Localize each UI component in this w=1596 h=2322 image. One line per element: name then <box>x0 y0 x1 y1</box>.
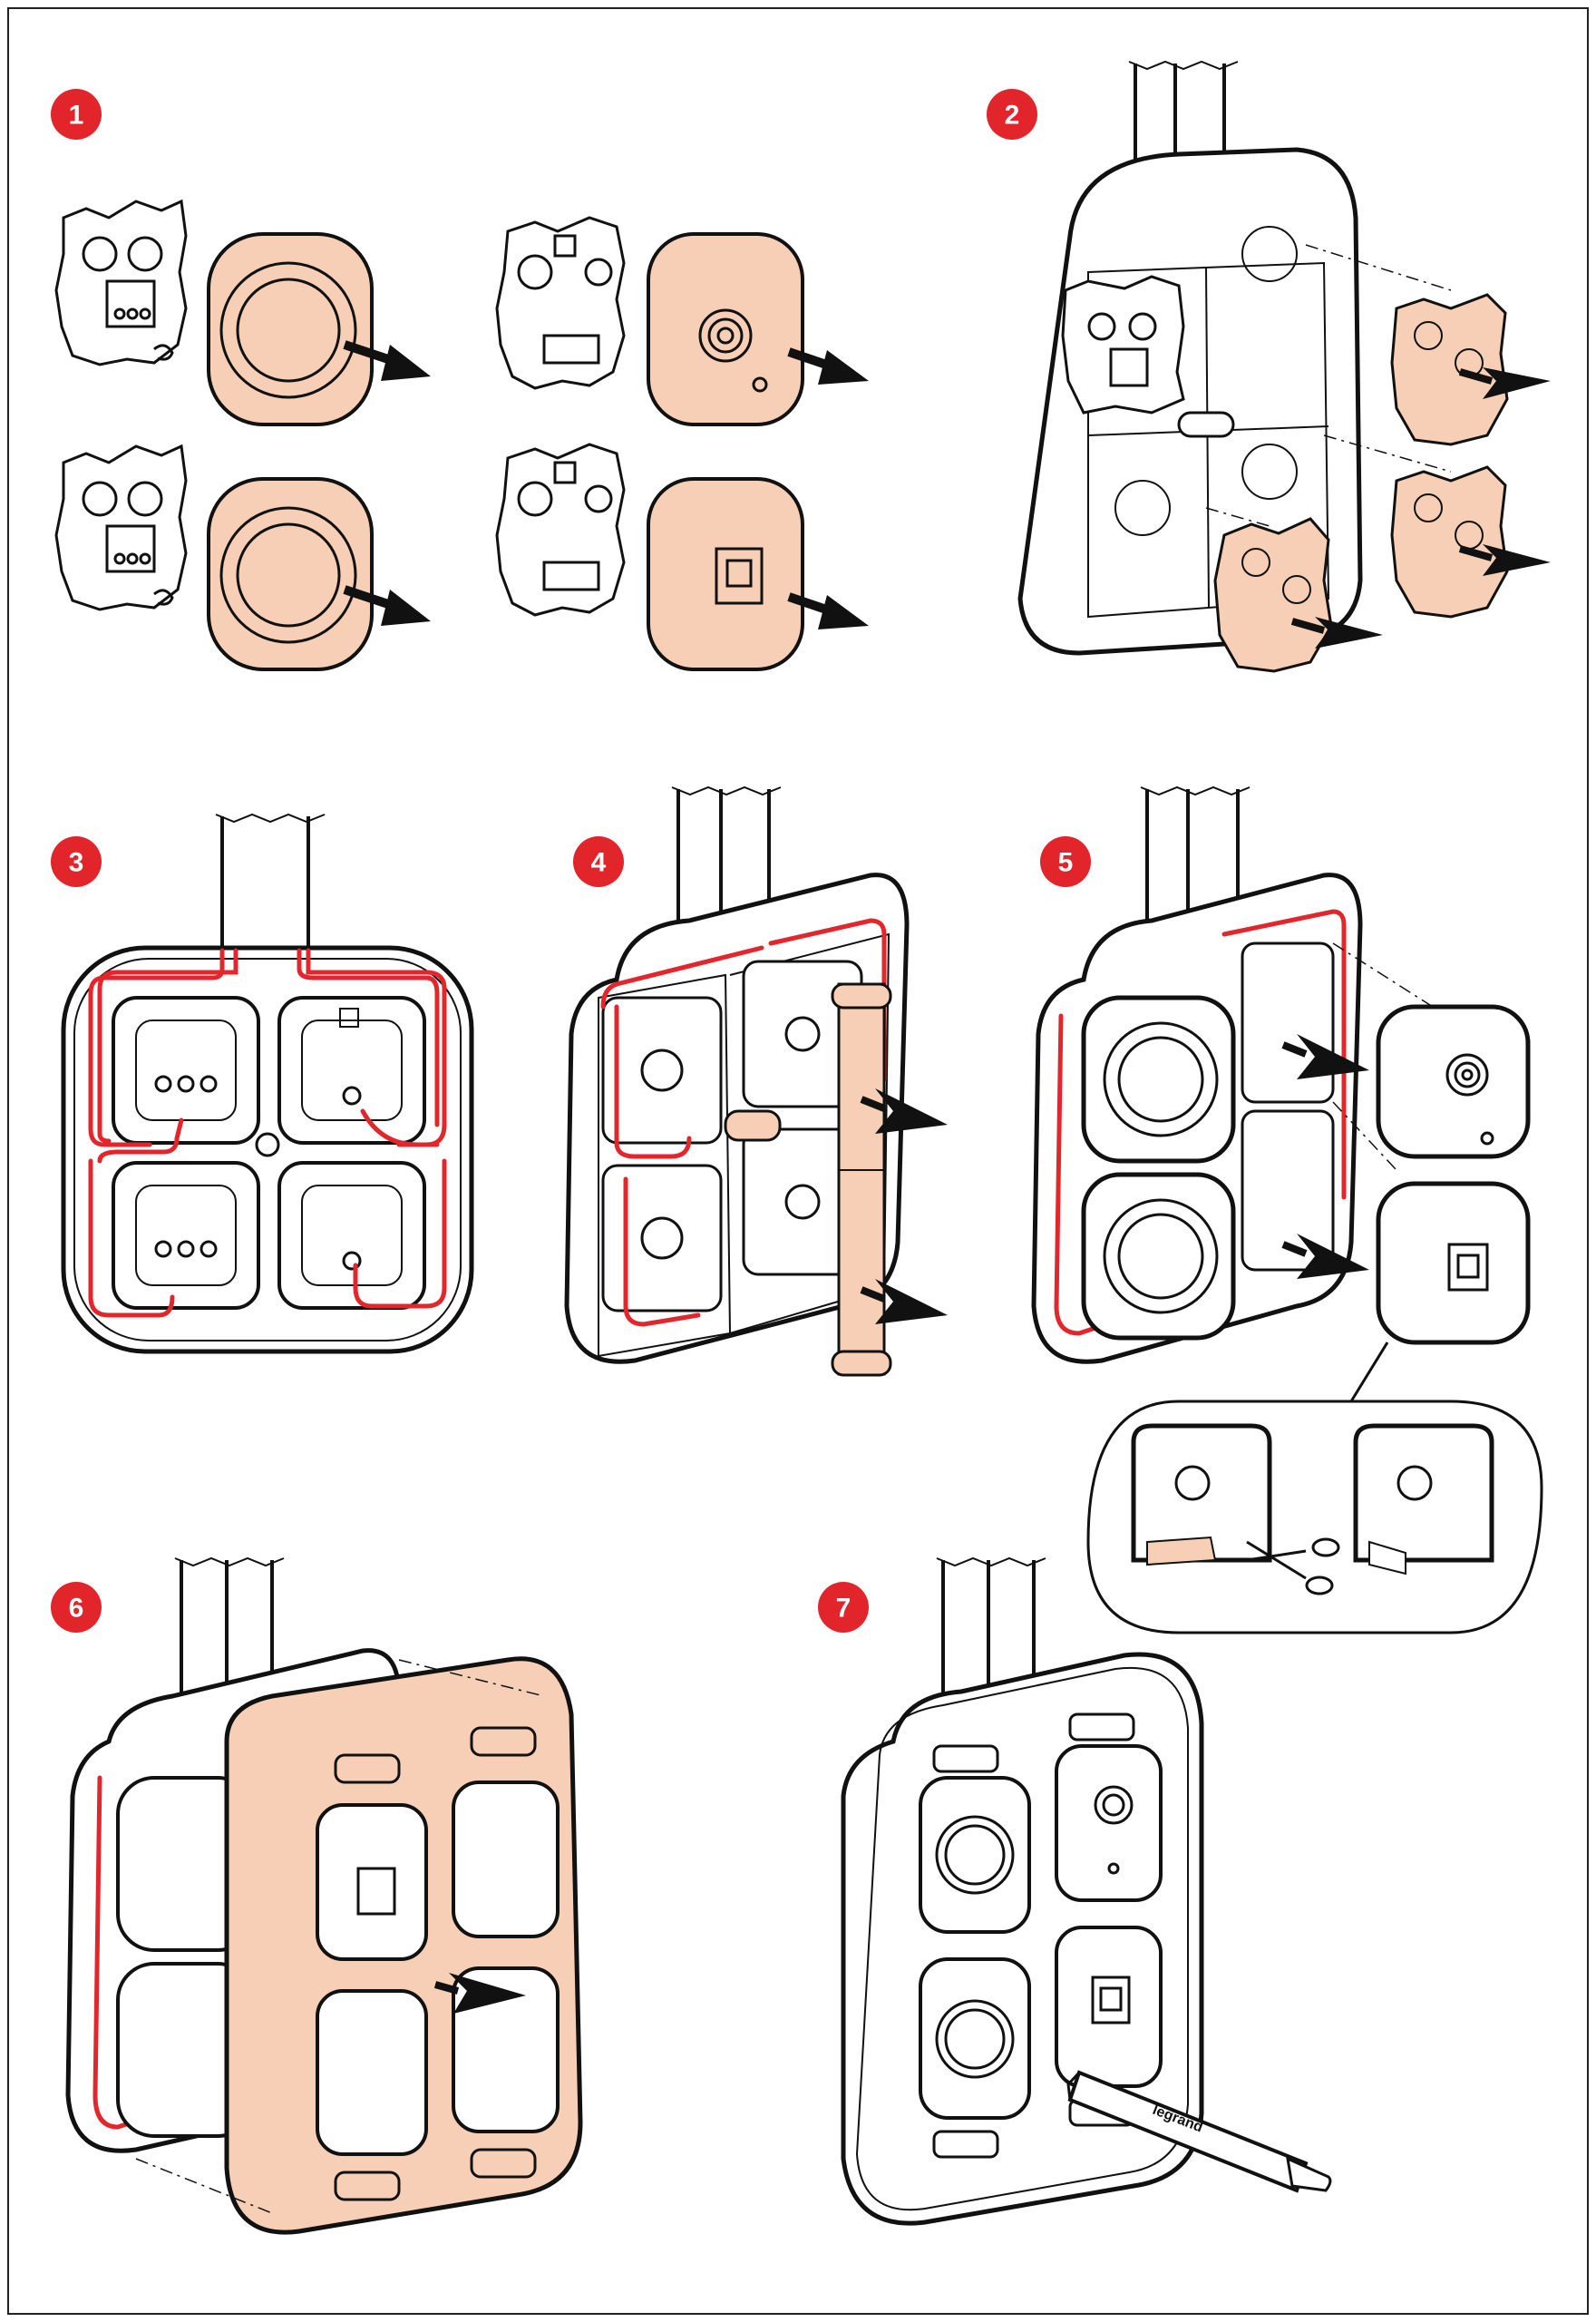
step-2-group: 2 <box>987 60 1551 673</box>
scissors-icon <box>1246 1537 1340 1595</box>
step-badge: 1 <box>51 89 102 140</box>
alignment-lines <box>1205 244 1452 527</box>
alignment-lines <box>135 1659 545 2214</box>
remove-arrow <box>787 347 869 385</box>
remove-arrow <box>787 592 869 629</box>
step-1-group: 1 <box>51 89 869 671</box>
step-badge: 6 <box>51 1582 102 1633</box>
insert-arrow <box>1458 544 1551 576</box>
socket-top-left <box>919 1776 1031 1934</box>
data-socket-cover <box>1376 1181 1531 1345</box>
mechanism-to-install <box>1390 293 1509 446</box>
step-number: 4 <box>591 848 607 878</box>
remove-arrow <box>343 585 431 626</box>
data-mechanism-2 <box>495 443 626 617</box>
tv-socket <box>1055 1744 1163 1902</box>
red-wiring <box>1054 909 1347 1336</box>
surface-box <box>1017 147 1363 656</box>
insert-arrow <box>1290 617 1383 649</box>
remove-arrow <box>343 340 431 381</box>
step-3-group: 3 <box>51 813 474 1354</box>
step-number: 1 <box>69 101 84 131</box>
socket-mechanism-2 <box>54 444 188 611</box>
installed-socket-bottom <box>1081 1172 1236 1341</box>
step-badge: 3 <box>51 836 102 887</box>
mechanism-tv-top-right <box>277 996 426 1145</box>
push-arrow <box>860 1279 948 1324</box>
tv-socket-cover <box>1376 1004 1531 1159</box>
step-number: 3 <box>69 848 84 878</box>
data-socket <box>1055 1926 1163 2088</box>
red-wiring <box>88 948 447 1318</box>
push-arrow <box>1281 1034 1369 1079</box>
push-arrow <box>1281 1234 1369 1279</box>
detail-callout <box>1086 1341 1543 1634</box>
data-mechanism-1 <box>495 216 626 390</box>
step-badge: 4 <box>573 836 624 887</box>
cover-with-breakout <box>1131 1423 1272 1566</box>
red-wiring <box>600 918 887 1327</box>
mechanism-to-install <box>1390 465 1509 619</box>
mechanism-grid <box>601 960 863 1312</box>
step-badge: 7 <box>818 1582 869 1633</box>
step-number: 5 <box>1058 848 1074 878</box>
protective-strip <box>831 982 892 1377</box>
step-number: 7 <box>836 1594 852 1624</box>
installed-sockets <box>116 1776 256 2138</box>
push-arrow <box>433 1973 526 2014</box>
step-4-group: 4 <box>564 785 948 1377</box>
step-badge: 2 <box>987 89 1037 140</box>
step-6-group: 6 <box>51 1556 583 2235</box>
step-5-group: 5 <box>1031 785 1543 1634</box>
step-number: 6 <box>69 1594 84 1624</box>
installed-socket-top <box>1081 995 1236 1164</box>
tv-socket-cover <box>647 232 804 426</box>
center-screw-hole <box>255 1132 280 1157</box>
step-number: 2 <box>1005 101 1020 131</box>
connector-bridge <box>724 1109 782 1142</box>
step-7-group: 7 <box>818 1556 1332 2226</box>
socket-cover-1 <box>207 232 374 426</box>
socket-mechanism-1 <box>54 199 188 366</box>
mechanism-data-bottom-right <box>277 1161 426 1310</box>
socket-bottom-left <box>919 1957 1031 2120</box>
trunking <box>215 813 326 951</box>
cover-frame <box>224 1656 583 2235</box>
mechanism-socket-top-left <box>112 996 260 1145</box>
installed-mechanism <box>1061 275 1185 415</box>
socket-cover-2 <box>207 477 374 671</box>
insert-arrow <box>1458 367 1551 399</box>
cover-after-cut <box>1353 1423 1494 1576</box>
step-badge: 5 <box>1040 836 1091 887</box>
data-socket-cover <box>647 477 804 671</box>
push-arrow <box>860 1088 948 1134</box>
mechanism-to-install <box>1213 517 1333 673</box>
alignment-lines <box>1332 942 1434 1171</box>
mechanism-socket-bottom-left <box>112 1161 260 1310</box>
